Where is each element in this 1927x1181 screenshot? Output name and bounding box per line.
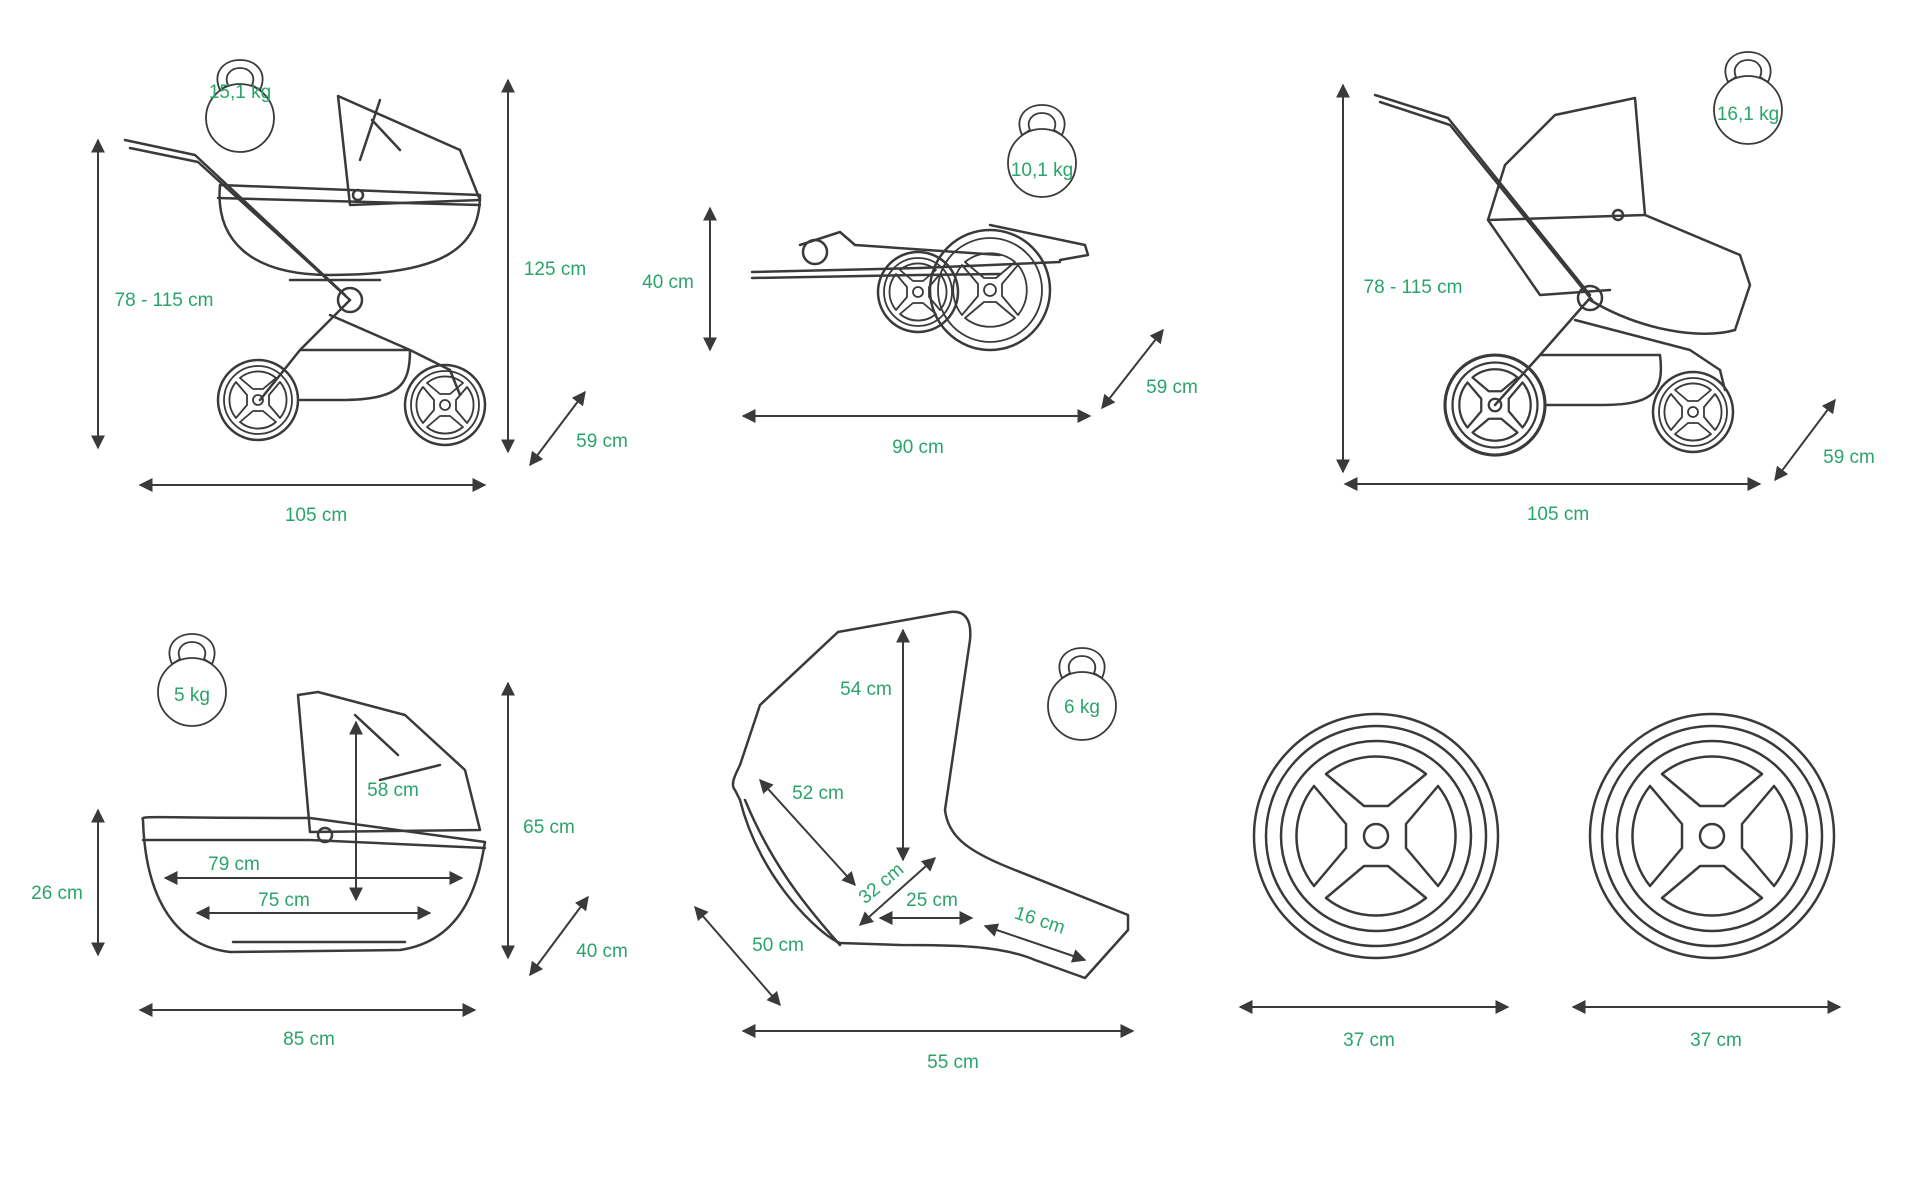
pram-weight-label: 15,1 kg	[209, 82, 271, 103]
folded-panel: 10,1 kg 40 cm 59 cm 90 cm	[642, 104, 1198, 458]
pram-panel: 15,1 kg 78 - 115 cm 125 cm 59 cm 105 cm	[91, 59, 628, 526]
pram-illustration	[123, 94, 487, 447]
depth-arrow	[1101, 328, 1164, 410]
carrycot-inner-length-bottom-label: 75 cm	[258, 890, 310, 911]
stroller-weight-label: 16,1 kg	[1717, 104, 1779, 125]
weight-icon	[1713, 51, 1783, 145]
depth-arrow	[1774, 398, 1836, 482]
rear-wheel-label: 37 cm	[1690, 1030, 1742, 1051]
folded-depth-label: 59 cm	[1146, 377, 1198, 398]
rear-wheel	[1651, 370, 1735, 454]
seat-weight-label: 6 kg	[1064, 697, 1100, 718]
footrest-arrow	[983, 923, 1087, 963]
carrycot-total-height-label: 65 cm	[523, 817, 575, 838]
carrycot-inner-length-top-label: 79 cm	[208, 854, 260, 875]
wheels-panel: 37 cm 37 cm	[1238, 712, 1842, 1051]
seat-width-arrow	[694, 905, 781, 1007]
carrycot-inner-height-label: 58 cm	[367, 780, 419, 801]
pram-total-height-label: 125 cm	[524, 259, 586, 280]
seat-depth-arrow	[858, 857, 937, 926]
stroller-depth-label: 59 cm	[1823, 447, 1875, 468]
weight-icon	[205, 59, 275, 153]
stroller-illustration	[1373, 93, 1752, 457]
seat-depth-label: 32 cm	[855, 859, 908, 908]
carrycot-width-label: 40 cm	[576, 941, 628, 962]
carrycot-weight-label: 5 kg	[174, 685, 210, 706]
seat-footrest-label: 16 cm	[1012, 903, 1068, 939]
front-wheel-detail	[1252, 712, 1500, 960]
weight-icon	[1007, 104, 1077, 198]
seat-backrest-diag-label: 52 cm	[792, 783, 844, 804]
stroller-length-label: 105 cm	[1527, 504, 1589, 525]
folded-height-label: 40 cm	[642, 272, 694, 293]
folded-illustration	[750, 223, 1090, 352]
pram-height-range-label: 78 - 115 cm	[115, 290, 214, 311]
carrycot-panel: 5 kg 26 cm 58 cm 65 cm 79 cm 75 cm 40 cm…	[31, 633, 628, 1050]
carrycot-length-label: 85 cm	[283, 1029, 335, 1050]
stroller-panel: 16,1 kg 78 - 115 cm 59 cm 105 cm	[1336, 51, 1875, 525]
front-wheel-label: 37 cm	[1343, 1030, 1395, 1051]
carrycot-illustration	[141, 690, 487, 954]
backrest-diag-arrow	[759, 778, 856, 887]
width-arrow	[529, 895, 589, 977]
folded-weight-label: 10,1 kg	[1011, 160, 1073, 181]
weight-icon	[1047, 647, 1117, 741]
seat-panel: 6 kg 54 cm 52 cm 32 cm 25 cm 16 cm 50 cm…	[694, 610, 1135, 1073]
pram-depth-label: 59 cm	[576, 431, 628, 452]
carrycot-side-height-label: 26 cm	[31, 883, 83, 904]
seat-width-label: 50 cm	[752, 935, 804, 956]
stroller-height-range-label: 78 - 115 cm	[1364, 277, 1463, 298]
weight-icon	[157, 633, 227, 727]
folded-length-label: 90 cm	[892, 437, 944, 458]
seat-backrest-label: 54 cm	[840, 679, 892, 700]
seat-flat-label: 25 cm	[906, 890, 958, 911]
front-wheel	[216, 358, 300, 442]
rear-wheel-detail	[1588, 712, 1836, 960]
depth-arrow	[529, 390, 586, 467]
seat-length-label: 55 cm	[927, 1052, 979, 1073]
rear-wheel	[403, 363, 487, 447]
pram-length-label: 105 cm	[285, 505, 347, 526]
